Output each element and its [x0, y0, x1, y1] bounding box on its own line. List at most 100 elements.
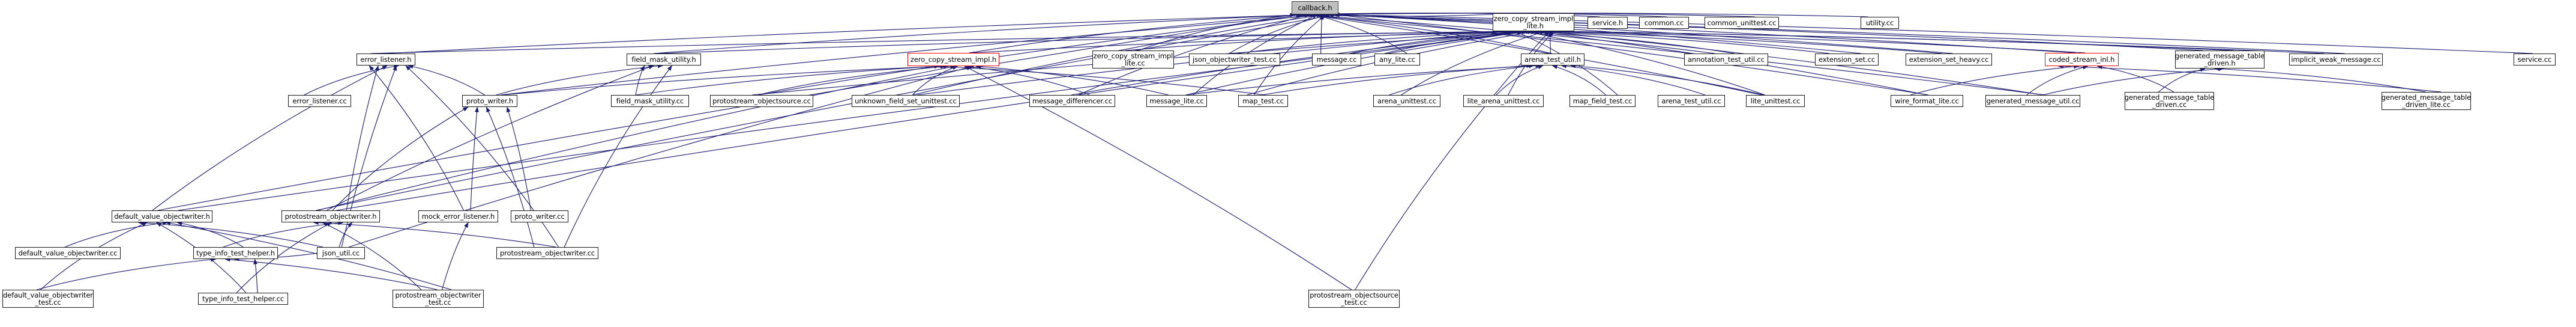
graph-edge — [339, 222, 353, 248]
graph-edge — [506, 106, 532, 211]
graph-node-extension_set_heavy_cc[interactable]: extension_set_heavy.cc — [1906, 53, 1992, 66]
graph-node-proto_writer_cc[interactable]: proto_writer.cc — [511, 210, 568, 222]
graph-edge — [1384, 29, 1541, 54]
graph-edge — [327, 65, 654, 211]
graph-edge — [659, 29, 1514, 54]
graph-edge — [635, 65, 645, 96]
graph-edge — [346, 65, 379, 211]
graph-edge — [317, 65, 956, 211]
graph-edge — [757, 64, 949, 96]
graph-node-type_info_test_helper_h[interactable]: type_info_test_helper.h — [193, 247, 278, 259]
graph-node-field_mask_utility_h[interactable]: field_mask_utility.h — [627, 53, 701, 66]
graph-node-error_listener_h[interactable]: error_listener.h — [357, 53, 415, 66]
graph-node-utility_cc[interactable]: utility.cc — [1861, 17, 1899, 29]
graph-node-json_objectwriter_test_cc[interactable]: json_objectwriter_test.cc — [1189, 53, 1280, 66]
graph-edge — [1299, 12, 2345, 54]
graph-node-zero_copy_stream_impl_lite_cc[interactable]: zero_copy_stream_impl _lite.cc — [1092, 50, 1174, 69]
graph-node-protostream_objectwriter_cc[interactable]: protostream_objectwriter.cc — [496, 247, 598, 259]
graph-edge — [1551, 65, 1606, 96]
graph-edge — [966, 64, 1090, 96]
graph-edge — [37, 257, 217, 290]
graph-edge — [253, 258, 258, 293]
graph-edge — [313, 220, 556, 248]
graph-node-wire_format_lite_cc[interactable]: wire_format_lite.cc — [1891, 95, 1963, 107]
graph-node-protostream_objectsource_cc[interactable]: protostream_objectsource.cc — [710, 95, 813, 107]
graph-node-generated_message_util_cc[interactable]: generated_message_util.cc — [1985, 95, 2080, 107]
graph-edge — [2042, 67, 2224, 96]
graph-node-annotation_test_util_cc[interactable]: annotation_test_util.cc — [1684, 53, 1768, 66]
graph-node-generated_message_table_driven_h[interactable]: generated_message_table _driven.h — [2174, 50, 2265, 69]
graph-node-default_value_objectwriter_test_cc[interactable]: default_value_objectwriter _test.cc — [2, 290, 94, 308]
graph-edge — [1237, 29, 1523, 54]
graph-edge — [969, 13, 1304, 53]
graph-node-proto_writer_h[interactable]: proto_writer.h — [462, 95, 517, 107]
graph-node-zero_copy_stream_impl_h[interactable]: zero_copy_stream_impl.h — [907, 53, 999, 66]
graph-node-zero_copy_stream_impl_lite_h[interactable]: zero_copy_stream_impl _lite.h — [1493, 13, 1574, 31]
graph-edge — [137, 221, 324, 248]
graph-edge — [157, 13, 1302, 211]
graph-edge — [1138, 13, 1296, 51]
graph-node-message_differencer_cc[interactable]: message_differencer.cc — [1029, 95, 1115, 107]
graph-edge — [2158, 67, 2206, 93]
graph-edge — [408, 64, 485, 96]
graph-edge — [1510, 29, 1735, 54]
graph-edge — [369, 65, 464, 211]
graph-node-generated_message_table_driven_cc[interactable]: generated_message_table _driven.cc — [2124, 92, 2215, 110]
graph-node-service_h[interactable]: service.h — [1587, 17, 1628, 29]
graph-node-default_value_objectwriter_h[interactable]: default_value_objectwriter.h — [112, 210, 212, 222]
graph-node-message_lite_cc[interactable]: message_lite.cc — [1146, 95, 1207, 107]
graph-edge — [1529, 29, 1942, 54]
graph-edge — [1538, 29, 2086, 53]
graph-edge — [636, 64, 940, 96]
graph-edge — [1355, 31, 1550, 290]
graph-edge — [1910, 64, 2080, 96]
graph-node-common_cc[interactable]: common.cc — [1639, 17, 1689, 29]
graph-node-protostream_objectsource_test_cc[interactable]: protostream_objectsource _test.cc — [1308, 290, 1400, 308]
graph-node-map_test_cc[interactable]: map_test.cc — [1238, 95, 1288, 107]
graph-edge — [912, 66, 958, 96]
graph-node-implicit_weak_message_cc[interactable]: implicit_weak_message.cc — [2289, 53, 2383, 66]
graph-edge — [1313, 13, 1407, 54]
graph-node-generated_message_table_driven_lite_cc[interactable]: generated_message_table _driven_lite.cc — [2381, 92, 2472, 110]
graph-edge — [1560, 64, 1705, 96]
graph-node-map_field_test_cc[interactable]: map_field_test.cc — [1569, 95, 1636, 107]
graph-edge — [332, 106, 469, 211]
graph-edge — [2214, 66, 2426, 93]
graph-node-error_listener_cc[interactable]: error_listener.cc — [288, 95, 351, 107]
graph-edge — [316, 13, 1337, 211]
graph-edge — [224, 257, 438, 290]
graph-node-field_mask_utility_cc[interactable]: field_mask_utility.cc — [611, 95, 689, 107]
graph-node-arena_test_util_cc[interactable]: arena_test_util.cc — [1658, 95, 1725, 107]
graph-node-common_unittest_cc[interactable]: common_unittest.cc — [1705, 17, 1779, 29]
graph-node-lite_unittest_cc[interactable]: lite_unittest.cc — [1746, 95, 1805, 107]
graph-node-default_value_objectwriter_cc[interactable]: default_value_objectwriter.cc — [15, 247, 121, 259]
graph-node-unknown_field_set_unittest_cc[interactable]: unknown_field_set_unittest.cc — [852, 95, 960, 107]
graph-edge — [564, 65, 673, 248]
graph-edge — [1323, 12, 1953, 54]
graph-node-service_cc[interactable]: service.cc — [2514, 53, 2556, 66]
graph-node-lite_arena_unittest_cc[interactable]: lite_arena_unittest.cc — [1463, 95, 1544, 107]
graph-node-mock_error_listener_h[interactable]: mock_error_listener.h — [418, 210, 498, 222]
graph-edge — [1570, 64, 1764, 96]
graph-edge — [1349, 29, 1532, 54]
graph-edge — [64, 221, 169, 248]
graph-edge — [2026, 65, 2089, 96]
graph-edge — [1389, 64, 1535, 96]
graph-edge — [1262, 64, 1532, 96]
graph-node-coded_stream_inl_h[interactable]: coded_stream_inl.h — [2045, 53, 2119, 66]
graph-node-any_lite_cc[interactable]: any_lite.cc — [1374, 53, 1420, 66]
graph-node-protostream_objectwriter_h[interactable]: protostream_objectwriter.h — [281, 210, 380, 222]
graph-node-arena_test_util_h[interactable]: arena_test_util.h — [1521, 53, 1584, 66]
graph-edge — [486, 106, 535, 248]
graph-edge — [176, 221, 244, 248]
graph-node-message_cc[interactable]: message.cc — [1312, 53, 1361, 66]
graph-node-protostream_objectwriter_test_cc[interactable]: protostream_objectwriter _test.cc — [393, 290, 484, 308]
graph-node-arena_unittest_cc[interactable]: arena_unittest.cc — [1373, 95, 1440, 107]
graph-node-extension_set_cc[interactable]: extension_set.cc — [1815, 53, 1879, 66]
graph-node-json_util_cc[interactable]: json_util.cc — [317, 247, 365, 259]
graph-node-type_info_test_helper_cc[interactable]: type_info_test_helper.cc — [198, 293, 288, 305]
graph-edge — [1229, 13, 1331, 54]
graph-edge — [470, 106, 479, 211]
graph-node-callback_h[interactable]: callback.h — [1292, 1, 1338, 14]
